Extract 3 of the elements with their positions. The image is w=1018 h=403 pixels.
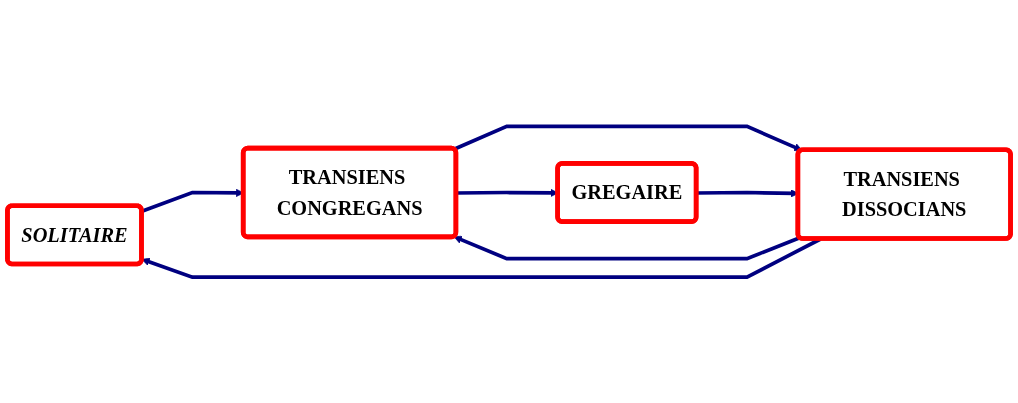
arrow	[453, 124, 803, 151]
arrow	[453, 235, 801, 261]
arrow	[141, 237, 822, 279]
